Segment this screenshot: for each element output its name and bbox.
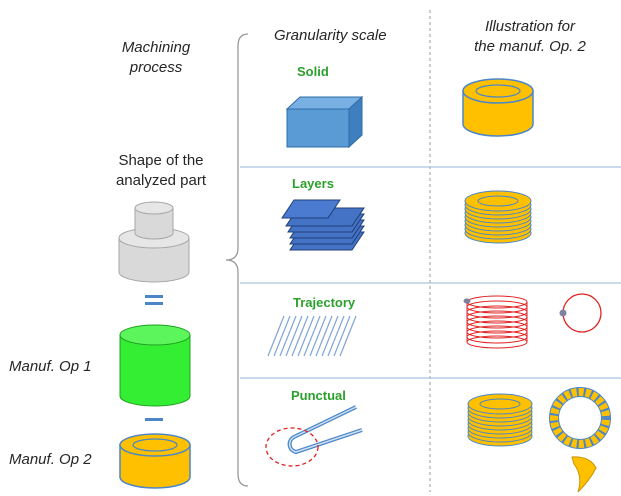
manuf-op1-cylinder bbox=[119, 324, 191, 407]
grouping-brace bbox=[225, 33, 249, 487]
scale-trajectory-label: Trajectory bbox=[293, 295, 356, 310]
punctual-highlight-circle bbox=[265, 427, 319, 467]
equals-sign-2 bbox=[145, 418, 163, 421]
machining-process-label: Machining process bbox=[104, 38, 208, 78]
illustration-line1: Illustration for bbox=[484, 18, 576, 35]
scale-punctual-label: Punctual bbox=[291, 388, 346, 403]
punctual-tool-icon bbox=[265, 405, 363, 467]
machining-line2: process bbox=[129, 59, 183, 76]
solid-block-icon bbox=[285, 95, 364, 149]
granularity-header: Granularity scale bbox=[274, 27, 387, 44]
illustration-trajectory-circle bbox=[559, 293, 602, 333]
manuf-op1-label: Manuf. Op 1 bbox=[9, 358, 92, 375]
illustration-punctual-stack bbox=[467, 393, 533, 447]
illustration-header: Illustration for the manuf. Op. 2 bbox=[455, 17, 605, 57]
machining-line1: Machining bbox=[121, 39, 191, 56]
shape-line2: analyzed part bbox=[115, 172, 207, 189]
trajectory-lines-icon bbox=[267, 315, 357, 357]
equals-sign-1 bbox=[145, 295, 163, 305]
illustration-droplet bbox=[571, 456, 597, 493]
illustration-braided-ring bbox=[549, 387, 611, 449]
scale-solid-label: Solid bbox=[297, 64, 329, 79]
illustration-layered-ring bbox=[464, 190, 532, 244]
manuf-op2-label: Manuf. Op 2 bbox=[9, 451, 92, 468]
layers-stack-icon bbox=[281, 199, 365, 251]
illustration-solid-ring bbox=[462, 78, 534, 137]
analyzed-part-shape bbox=[118, 201, 190, 283]
shape-label: Shape of the analyzed part bbox=[90, 151, 232, 191]
manuf-op2-ring bbox=[119, 433, 191, 489]
shape-line1: Shape of the bbox=[118, 152, 204, 169]
scale-layers-label: Layers bbox=[292, 176, 334, 191]
illustration-trajectory-coil bbox=[463, 295, 528, 349]
illustration-line2: the manuf. Op. 2 bbox=[474, 38, 586, 55]
